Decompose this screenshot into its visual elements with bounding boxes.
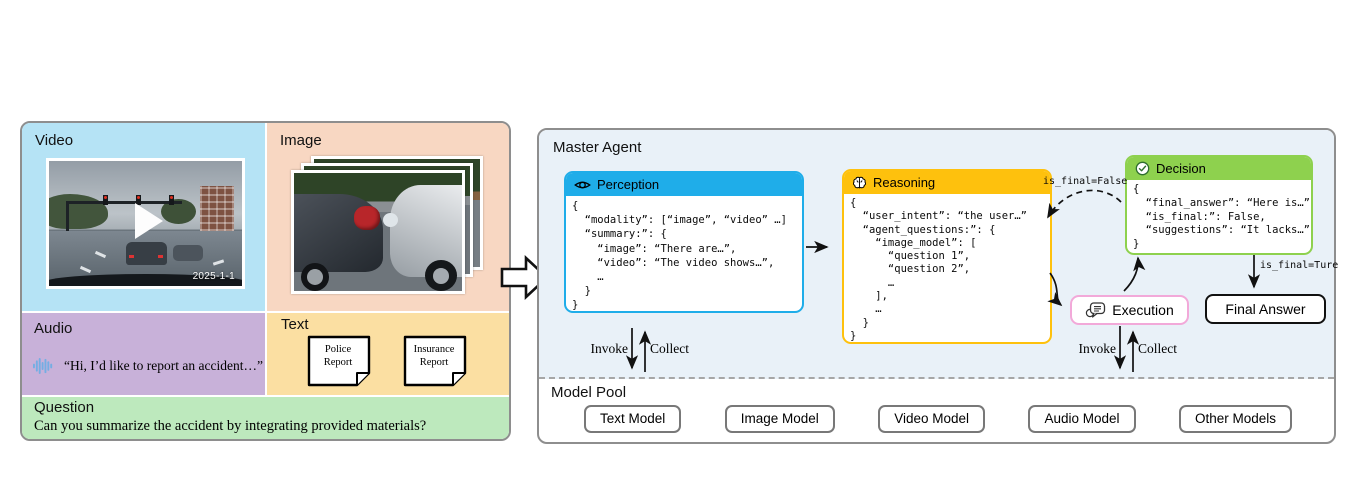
perception-label: Perception xyxy=(597,177,660,192)
wheel-shape xyxy=(300,262,330,291)
traffic-light-icon xyxy=(168,194,174,205)
signal-pole-shape xyxy=(66,201,70,231)
video-section: Video 2025-1-1 xyxy=(22,123,265,311)
document-note-insurance: Insurance Report xyxy=(403,335,467,387)
decision-box: Decision { “final_answer”: “Here is…” “i… xyxy=(1125,155,1313,255)
tree-shape xyxy=(49,193,109,229)
audio-quote: “Hi, I’d like to report an accident…” xyxy=(63,358,263,373)
note-line: Police xyxy=(324,344,352,355)
silver-car-shape xyxy=(389,184,462,277)
master-agent-panel: Master Agent Perception { “modality”: [“… xyxy=(537,128,1336,444)
note-line: Report xyxy=(419,357,449,369)
waveform-icon xyxy=(33,358,53,374)
perception-json: { “modality”: [“image”, “video” …] “summ… xyxy=(572,200,787,312)
car-shape xyxy=(172,244,204,261)
model-box-text: Text Model xyxy=(584,405,682,433)
audio-section: Audio “Hi, I’d like to report an acciden… xyxy=(22,313,265,395)
image-section-label: Image xyxy=(280,132,322,149)
input-panel: Video 2025-1-1 Im xyxy=(20,121,511,441)
headlight-shape xyxy=(383,213,399,228)
note-paper-icon xyxy=(403,335,467,387)
text-section: Text Police Report Insurance Rep xyxy=(267,313,509,395)
question-section: Question Can you summarize the accident … xyxy=(22,397,509,439)
brain-icon xyxy=(852,176,867,188)
invoke-label-right: Invoke xyxy=(1078,341,1117,356)
invoke-label-left: Invoke xyxy=(590,341,629,356)
question-section-label: Question xyxy=(34,399,95,416)
collect-label-left: Collect xyxy=(650,341,689,356)
text-section-label: Text xyxy=(281,316,309,333)
car-shape xyxy=(126,242,167,265)
photo-crash xyxy=(291,170,465,294)
final-answer-label: Final Answer xyxy=(1225,301,1306,317)
collect-label-right: Collect xyxy=(1138,341,1177,356)
traffic-light-icon xyxy=(103,194,109,205)
building-shape xyxy=(199,186,235,231)
dashboard-silhouette xyxy=(49,273,242,286)
document-note-police: Police Report xyxy=(307,335,371,387)
signal-bar-shape xyxy=(66,201,183,204)
image-section: Image xyxy=(267,123,509,311)
check-circle-icon xyxy=(1135,161,1150,176)
execution-box: Execution xyxy=(1070,295,1189,325)
video-section-label: Video xyxy=(35,132,74,149)
decision-label: Decision xyxy=(1156,161,1206,176)
note-paper-icon xyxy=(307,335,371,387)
model-pool-title: Model Pool xyxy=(551,384,627,401)
reasoning-label: Reasoning xyxy=(873,175,936,190)
decision-json: { “final_answer”: “Here is…” “is_final:”… xyxy=(1133,183,1311,251)
is-final-true-label: is_final=Ture xyxy=(1260,260,1339,271)
video-thumbnail: 2025-1-1 xyxy=(46,158,245,289)
traffic-light-icon xyxy=(135,194,141,205)
model-box-other: Other Models xyxy=(1178,405,1292,433)
note-line: Insurance xyxy=(413,344,455,355)
note-line: Report xyxy=(323,357,353,369)
taillight-shape xyxy=(354,206,380,230)
wheel-shape xyxy=(425,260,457,291)
reasoning-json: { “user_intent”: “the user…” “agent_ques… xyxy=(850,197,1028,342)
perception-box: Perception { “modality”: [“image”, “vide… xyxy=(564,171,804,313)
model-box-video: Video Model xyxy=(878,405,986,433)
chat-bubble-icon xyxy=(1086,301,1106,318)
video-timestamp: 2025-1-1 xyxy=(192,271,235,282)
model-box-image: Image Model xyxy=(724,405,835,433)
question-text: Can you summarize the accident by integr… xyxy=(34,418,427,434)
execution-label: Execution xyxy=(1112,302,1174,318)
block-arrow-icon xyxy=(500,255,549,300)
master-agent-title: Master Agent xyxy=(553,139,642,156)
is-final-false-label: is_final=False xyxy=(1043,176,1128,187)
final-answer-box: Final Answer xyxy=(1205,294,1326,324)
play-icon xyxy=(135,203,164,239)
model-box-audio: Audio Model xyxy=(1028,405,1136,433)
reasoning-box: Reasoning { “user_intent”: “the user…” “… xyxy=(842,169,1052,344)
audio-section-label: Audio xyxy=(34,320,73,337)
model-pool-row: Text Model Image Model Video Model Audio… xyxy=(584,405,1292,433)
eye-icon xyxy=(574,181,591,188)
